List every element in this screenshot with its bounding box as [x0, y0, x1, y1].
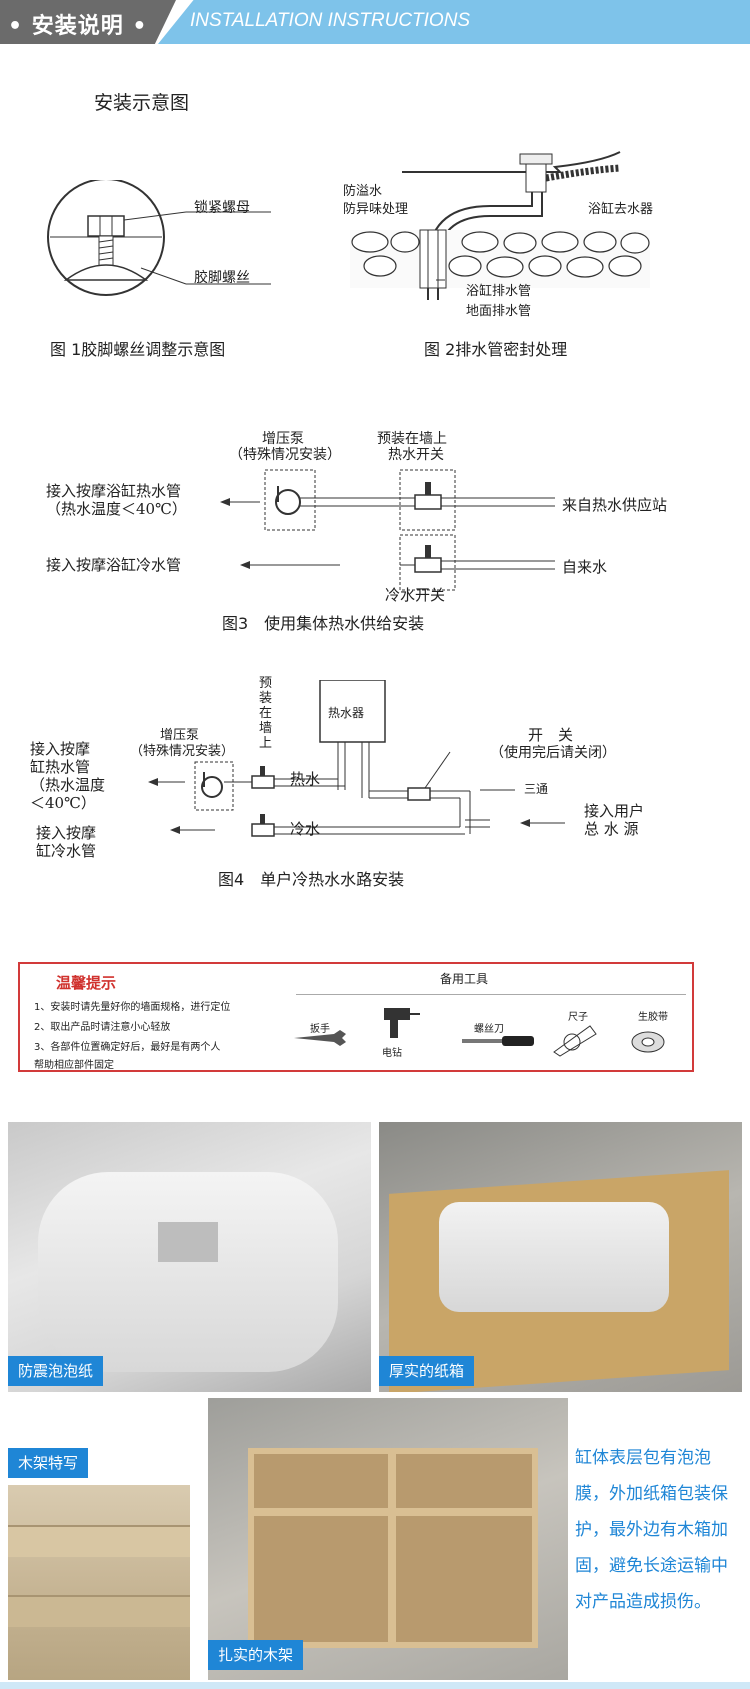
photo-tag-wood-closeup: 木架特写 [8, 1448, 89, 1478]
screwdriver-icon [462, 1036, 534, 1046]
drill-icon [384, 1008, 420, 1038]
carton-tub-shape [439, 1202, 669, 1312]
tools-divider [296, 994, 686, 995]
fig2-label-overflow: 防溢水 [343, 184, 383, 199]
fig4-switch-label: 开 关 [528, 726, 574, 744]
fig4-source-1: 总 水 源 [584, 820, 639, 838]
packaging-description: 缸体表层包有泡泡膜，外加纸箱包装保护，最外边有木箱加固，避免长途运输中对产品造成… [575, 1448, 728, 1612]
fig4-left-4: 接入按摩 [36, 824, 97, 842]
fig3-left-hot: 接入按摩浴缸热水管 [46, 482, 182, 500]
fig3-pump-label: 增压泵 [262, 431, 304, 447]
fig2-label-odor: 防异味处理 [343, 202, 409, 217]
fig4-left-2: （热水温度 [30, 776, 106, 794]
fig2-caption: 图 2排水管密封处理 [424, 340, 568, 359]
fig4-source-0: 接入用户 [584, 802, 645, 820]
fig2-label-bath-pipe: 浴缸排水管 [466, 284, 532, 299]
bottom-bar [0, 1682, 750, 1689]
fig4-pump-note: （特殊情况安装） [130, 744, 235, 759]
fig4-preinstall-2: 在 [259, 706, 273, 721]
fig3-cold-switch-label: 冷水开关 [385, 586, 446, 604]
fig4-household-diagram [148, 680, 565, 837]
tool-label-tape: 生胶带 [638, 1012, 668, 1023]
tip-item: 1、安装时请先量好你的墙面规格，进行定位 [34, 1002, 231, 1013]
fig1-rubber-foot-diagram [47, 180, 271, 296]
fig4-switch-note: （使用完后请关闭） [490, 745, 616, 761]
crate-post [388, 1448, 396, 1648]
fig2-label-drainer: 浴缸去水器 [588, 202, 654, 217]
fig3-hot-switch-label: 热水开关 [388, 447, 444, 463]
ruler-icon [553, 1025, 597, 1057]
tape-icon [631, 1031, 665, 1053]
fig3-collective-supply-diagram [220, 469, 555, 591]
fig4-preinstall-0: 预 [259, 676, 273, 691]
fig4-left-5: 缸冷水管 [36, 842, 97, 860]
fig4-heater-label: 热水器 [328, 706, 365, 720]
tips-box: 温馨提示 1、安装时请先量好你的墙面规格，进行定位 2、取出产品时请注意小心轻放… [18, 962, 694, 1072]
photo-tag-crate: 扎实的木架 [208, 1640, 304, 1670]
fig2-drain-diagram [350, 151, 650, 300]
diagram-section-title: 安装示意图 [94, 92, 190, 114]
tip-item: 3、各部件位置确定好后，最好是有两个人 [34, 1042, 221, 1053]
fig4-preinstall-1: 装 [259, 691, 273, 706]
fig4-left-1: 缸热水管 [30, 758, 91, 776]
fig4-tee-label: 三通 [524, 782, 549, 796]
fig4-caption: 图4 单户冷热水水路安装 [218, 870, 405, 889]
fig1-label-nut: 锁紧螺母 [194, 200, 250, 216]
fig3-preinstall-label: 预装在墙上 [377, 431, 447, 447]
fig3-pump-note: （特殊情况安装） [229, 447, 341, 463]
tool-label-wrench: 扳手 [310, 1024, 330, 1035]
wrench-icon [294, 1030, 346, 1046]
fig4-preinstall-4: 上 [259, 736, 273, 751]
fig3-right-tap-water: 自来水 [562, 558, 608, 576]
fig3-caption: 图3 使用集体热水供给安装 [222, 614, 425, 633]
header-right-block [158, 0, 750, 44]
tool-label-drill: 电钻 [382, 1048, 402, 1059]
header-title-en: INSTALLATION INSTRUCTIONS [190, 10, 471, 31]
fig4-hot-label: 热水 [290, 770, 321, 788]
fig4-pump-label: 增压泵 [160, 728, 200, 743]
fig3-left-temp: （热水温度＜40℃） [46, 500, 187, 518]
bubble-wrap-photo [8, 1122, 371, 1392]
fig4-left-3: ＜40℃） [30, 794, 96, 812]
tools-title: 备用工具 [440, 972, 489, 986]
wood-closeup-photo [8, 1485, 190, 1680]
wood-plank-2 [8, 1595, 190, 1627]
fig4-cold-label: 冷水 [290, 820, 321, 838]
fig1-label-screw: 胶脚螺丝 [194, 270, 250, 286]
header-left-block [0, 0, 176, 44]
tool-label-ruler: 尺子 [568, 1012, 588, 1023]
fig3-left-cold: 接入按摩浴缸冷水管 [46, 556, 182, 574]
tip-item: 帮助相应部件固定 [34, 1060, 114, 1071]
faucet-box-shape [158, 1222, 218, 1262]
carton-photo [379, 1122, 742, 1392]
wrapped-tub-shape [38, 1172, 338, 1372]
photo-tag-bubble-wrap: 防震泡泡纸 [8, 1356, 104, 1386]
tool-label-screwdriver: 螺丝刀 [474, 1024, 504, 1035]
wood-plank-1 [8, 1525, 190, 1557]
wooden-crate-photo [208, 1398, 568, 1680]
section-header: • 安装说明 • INSTALLATION INSTRUCTIONS [0, 0, 750, 44]
tip-item: 2、取出产品时请注意小心轻放 [34, 1022, 171, 1033]
fig4-left-0: 接入按摩 [30, 740, 91, 758]
fig1-caption: 图 1胶脚螺丝调整示意图 [50, 340, 226, 359]
fig4-preinstall-3: 墙 [259, 721, 273, 736]
photo-tag-carton: 厚实的纸箱 [379, 1356, 475, 1386]
tips-title: 温馨提示 [56, 974, 117, 992]
fig2-label-floor-pipe: 地面排水管 [466, 304, 532, 319]
header-title-cn: • 安装说明 • [8, 14, 148, 39]
fig3-right-hot-source: 来自热水供应站 [562, 496, 668, 514]
